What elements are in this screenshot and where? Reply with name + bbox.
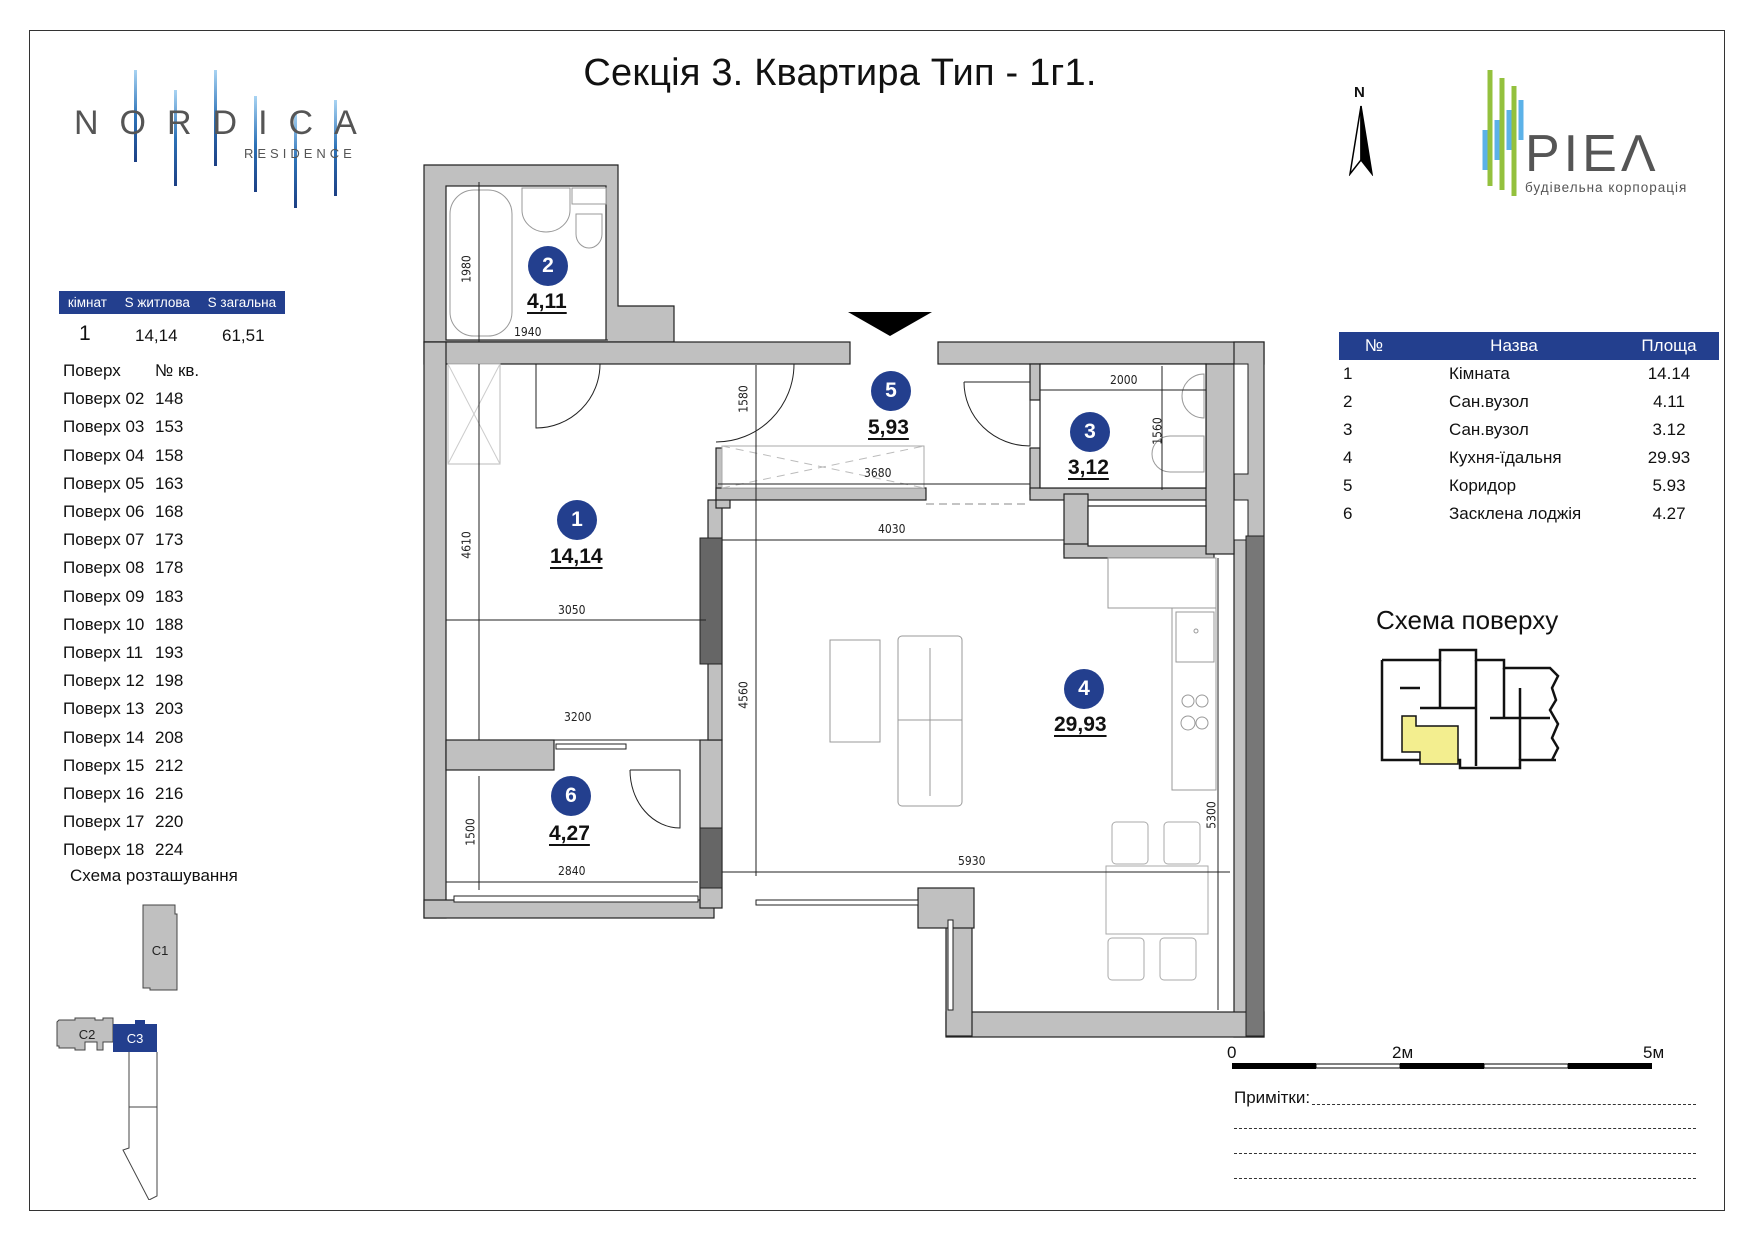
location-scheme: С1 С2 С3: [56, 904, 178, 1200]
page-title: Секція 3. Квартира Тип - 1г1.: [583, 52, 1097, 94]
scale-label-5m: 5м: [1643, 1043, 1665, 1062]
dim-3680: 3680: [864, 466, 892, 480]
dim-5300: 5300: [1204, 801, 1219, 829]
room-badge-5: 5: [871, 371, 911, 411]
dim-3050: 3050: [558, 603, 586, 617]
room-area-6: 4,27: [549, 822, 590, 845]
room-area-1: 14,14: [550, 545, 603, 568]
room-badge-3: 3: [1070, 412, 1110, 452]
dim-4610: 4610: [459, 531, 474, 559]
header-total-area: S загальна: [207, 295, 277, 310]
page-frame: [29, 30, 1725, 1211]
svg-text:С1: С1: [152, 943, 169, 958]
nordica-logo: NORDICA RESIDENCE: [66, 60, 357, 208]
dim-2840: 2840: [558, 864, 586, 878]
dim-3200: 3200: [564, 710, 592, 724]
svg-text:С3: С3: [127, 1031, 144, 1046]
room-badge-6: 6: [551, 776, 591, 816]
room-area-3: 3,12: [1068, 456, 1109, 479]
dim-4030: 4030: [878, 522, 906, 536]
notes-line: [1234, 1153, 1696, 1154]
location-scheme-label: Схема розташування: [70, 866, 238, 885]
total-area-value: 61,51: [222, 326, 265, 345]
nordica-logo-subtext: RESIDENCE: [244, 146, 356, 161]
living-area-value: 14,14: [135, 326, 178, 345]
header-rooms: кімнат: [67, 295, 107, 310]
room-badge-2: 2: [528, 246, 568, 286]
dim-4560: 4560: [736, 681, 751, 709]
scale-label-2m: 2м: [1392, 1043, 1414, 1062]
scale-label-0: 0: [1227, 1043, 1237, 1062]
dim-1500: 1500: [463, 818, 478, 846]
summary-table-header: кімнат S житлова S загальна: [59, 291, 285, 314]
dim-1980: 1980: [459, 255, 474, 283]
dim-1940: 1940: [514, 325, 542, 339]
notes-label: Примітки:: [1234, 1088, 1311, 1107]
notes-line: [1234, 1178, 1696, 1179]
room-badge-1: 1: [557, 500, 597, 540]
room-area-4: 29,93: [1054, 713, 1107, 736]
piel-logo-subtext: будівельна корпорація: [1525, 180, 1688, 195]
notes-line: [1312, 1104, 1696, 1105]
dim-1580: 1580: [736, 385, 751, 413]
scale-bar: [1232, 1063, 1652, 1069]
floors-header: Поверх № кв.: [63, 361, 200, 380]
dim-1560: 1560: [1150, 417, 1165, 445]
room-badge-4: 4: [1064, 669, 1104, 709]
svg-text:С2: С2: [79, 1027, 96, 1042]
room-area-5: 5,93: [868, 416, 909, 439]
piel-logo-text: PIEΛ: [1525, 125, 1660, 183]
floor-scheme-map: [1380, 648, 1570, 778]
dim-5930: 5930: [958, 854, 986, 868]
header-living-area: S житлова: [124, 295, 190, 310]
floor-scheme-label: Схема поверху: [1376, 605, 1559, 635]
dim-2000: 2000: [1110, 373, 1138, 387]
north-arrow-icon: [1348, 105, 1374, 176]
piel-logo-icon: [1482, 70, 1524, 196]
notes-line: [1234, 1128, 1696, 1129]
north-label: N: [1354, 84, 1365, 101]
rooms-table-header: № Назва Площа: [1339, 332, 1719, 360]
room-area-2: 4,11: [527, 290, 567, 313]
nordica-logo-text: NORDICA: [74, 104, 378, 142]
rooms-count: 1: [79, 322, 91, 345]
